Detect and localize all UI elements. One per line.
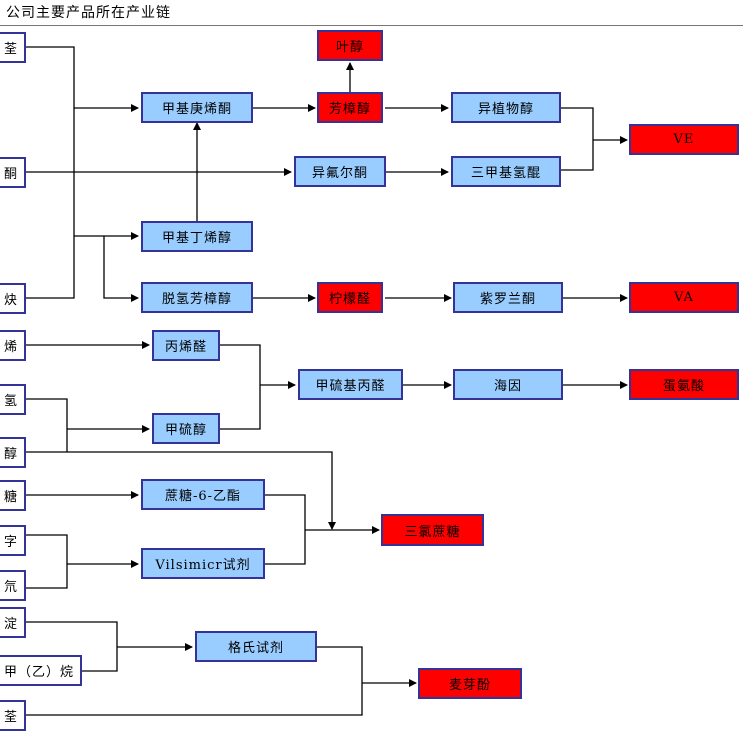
line-grignard-merge [25, 646, 363, 716]
product-ve: VE [629, 124, 739, 155]
raw-material-label: 酮 [3, 167, 18, 182]
raw-material-box: 淀 [0, 607, 26, 638]
node-methylthiopropanal: 甲硫基丙醛 [298, 369, 403, 400]
product-citral: 柠檬醛 [317, 282, 383, 313]
node-sucrose6acetate: 蔗糖-6-乙酯 [141, 479, 265, 510]
node-hydantoin: 海因 [453, 369, 563, 400]
raw-material-box: 甲（乙）烷 [0, 655, 82, 686]
node-label: 丙烯醛 [164, 340, 207, 355]
line-ve-merge [560, 107, 594, 171]
node-trimethylhydroquinone: 三甲基氢醌 [451, 156, 561, 187]
product-label: 柠檬醛 [328, 292, 371, 307]
node-acrolein: 丙烯醛 [152, 330, 220, 361]
product-label: VA [674, 290, 694, 305]
product-maltol: 麦芽酚 [418, 668, 522, 699]
title-divider [0, 25, 743, 26]
raw-material-label: 荃 [3, 42, 18, 57]
product-label: 叶醇 [335, 40, 364, 55]
raw-material-label: 氘 [3, 580, 18, 595]
node-isophytol: 异植物醇 [451, 92, 561, 123]
raw-material-box: 糖 [0, 480, 26, 511]
product-label: 蛋氨酸 [662, 379, 705, 394]
line-acrolein-merge [219, 344, 261, 430]
product-sucralose: 三氯蔗糖 [381, 514, 484, 546]
raw-material-box: 荃 [0, 32, 26, 63]
node-dehydrolinalool: 脱氢芳樟醇 [141, 282, 253, 313]
line-r5-r6 [25, 398, 68, 452]
node-methylbutenol: 甲基丁烯醇 [141, 221, 253, 252]
product-label: 麦芽酚 [448, 678, 491, 693]
node-label: 脱氢芳樟醇 [161, 292, 232, 307]
node-label: 异氟尔酮 [311, 166, 368, 181]
raw-material-label: 氢 [3, 394, 18, 409]
node-label: Vilsimicr试剂 [155, 558, 251, 573]
raw-material-label: 烯 [3, 340, 18, 355]
raw-material-label: 醇 [3, 447, 18, 462]
raw-material-label: 字 [3, 535, 18, 550]
arrow-r6-to-sucralose [25, 451, 336, 530]
raw-material-label: 甲（乙）烷 [3, 665, 74, 680]
raw-material-box: 氢 [0, 384, 26, 415]
node-label: 格氏试剂 [227, 641, 284, 656]
product-label: VE [673, 132, 695, 147]
node-label: 甲硫基丙醛 [315, 379, 386, 394]
arrow-to-dehydrolinalool [103, 236, 139, 302]
raw-material-box: 荃 [0, 700, 26, 731]
node-label: 甲基丁烯醇 [161, 231, 232, 246]
raw-material-box: 醇 [0, 437, 26, 468]
line-sucralose-merge [264, 494, 306, 565]
raw-material-label: 糖 [3, 490, 18, 505]
node-grignard: 格氏试剂 [195, 631, 317, 662]
product-va: VA [629, 282, 739, 313]
node-ionone: 紫罗兰酮 [453, 282, 563, 313]
raw-material-box: 字 [0, 525, 26, 556]
raw-material-label: 淀 [3, 617, 18, 632]
raw-material-box: 烯 [0, 330, 26, 361]
node-vilsmeier: Vilsimicr试剂 [141, 548, 265, 579]
raw-material-label: 炔 [3, 293, 18, 308]
node-isophorone: 异氟尔酮 [294, 156, 386, 187]
node-label: 蔗糖-6-乙酯 [164, 489, 242, 504]
product-methionine: 蛋氨酸 [629, 369, 739, 400]
raw-material-box: 炔 [0, 283, 26, 314]
node-label: 甲硫醇 [164, 423, 207, 438]
product-linalool: 芳樟醇 [317, 92, 383, 123]
product-label: 芳樟醇 [328, 102, 371, 117]
raw-material-label: 荃 [3, 710, 18, 725]
node-label: 海因 [493, 379, 522, 394]
node-label: 紫罗兰酮 [479, 292, 536, 307]
node-label: 三甲基氢醌 [470, 166, 541, 181]
line-r8-r9 [25, 534, 68, 589]
node-methylheptenone: 甲基庚烯酮 [141, 92, 253, 123]
figure-title: 公司主要产品所在产业链 [6, 5, 171, 21]
node-label: 甲基庚烯酮 [161, 102, 232, 117]
node-methylmercaptan: 甲硫醇 [152, 413, 220, 444]
product-label: 三氯蔗糖 [404, 524, 461, 540]
node-label: 异植物醇 [477, 102, 534, 117]
raw-material-box: 氘 [0, 570, 26, 601]
product-leaf-alcohol: 叶醇 [317, 30, 383, 61]
raw-material-box: 酮 [0, 157, 26, 188]
